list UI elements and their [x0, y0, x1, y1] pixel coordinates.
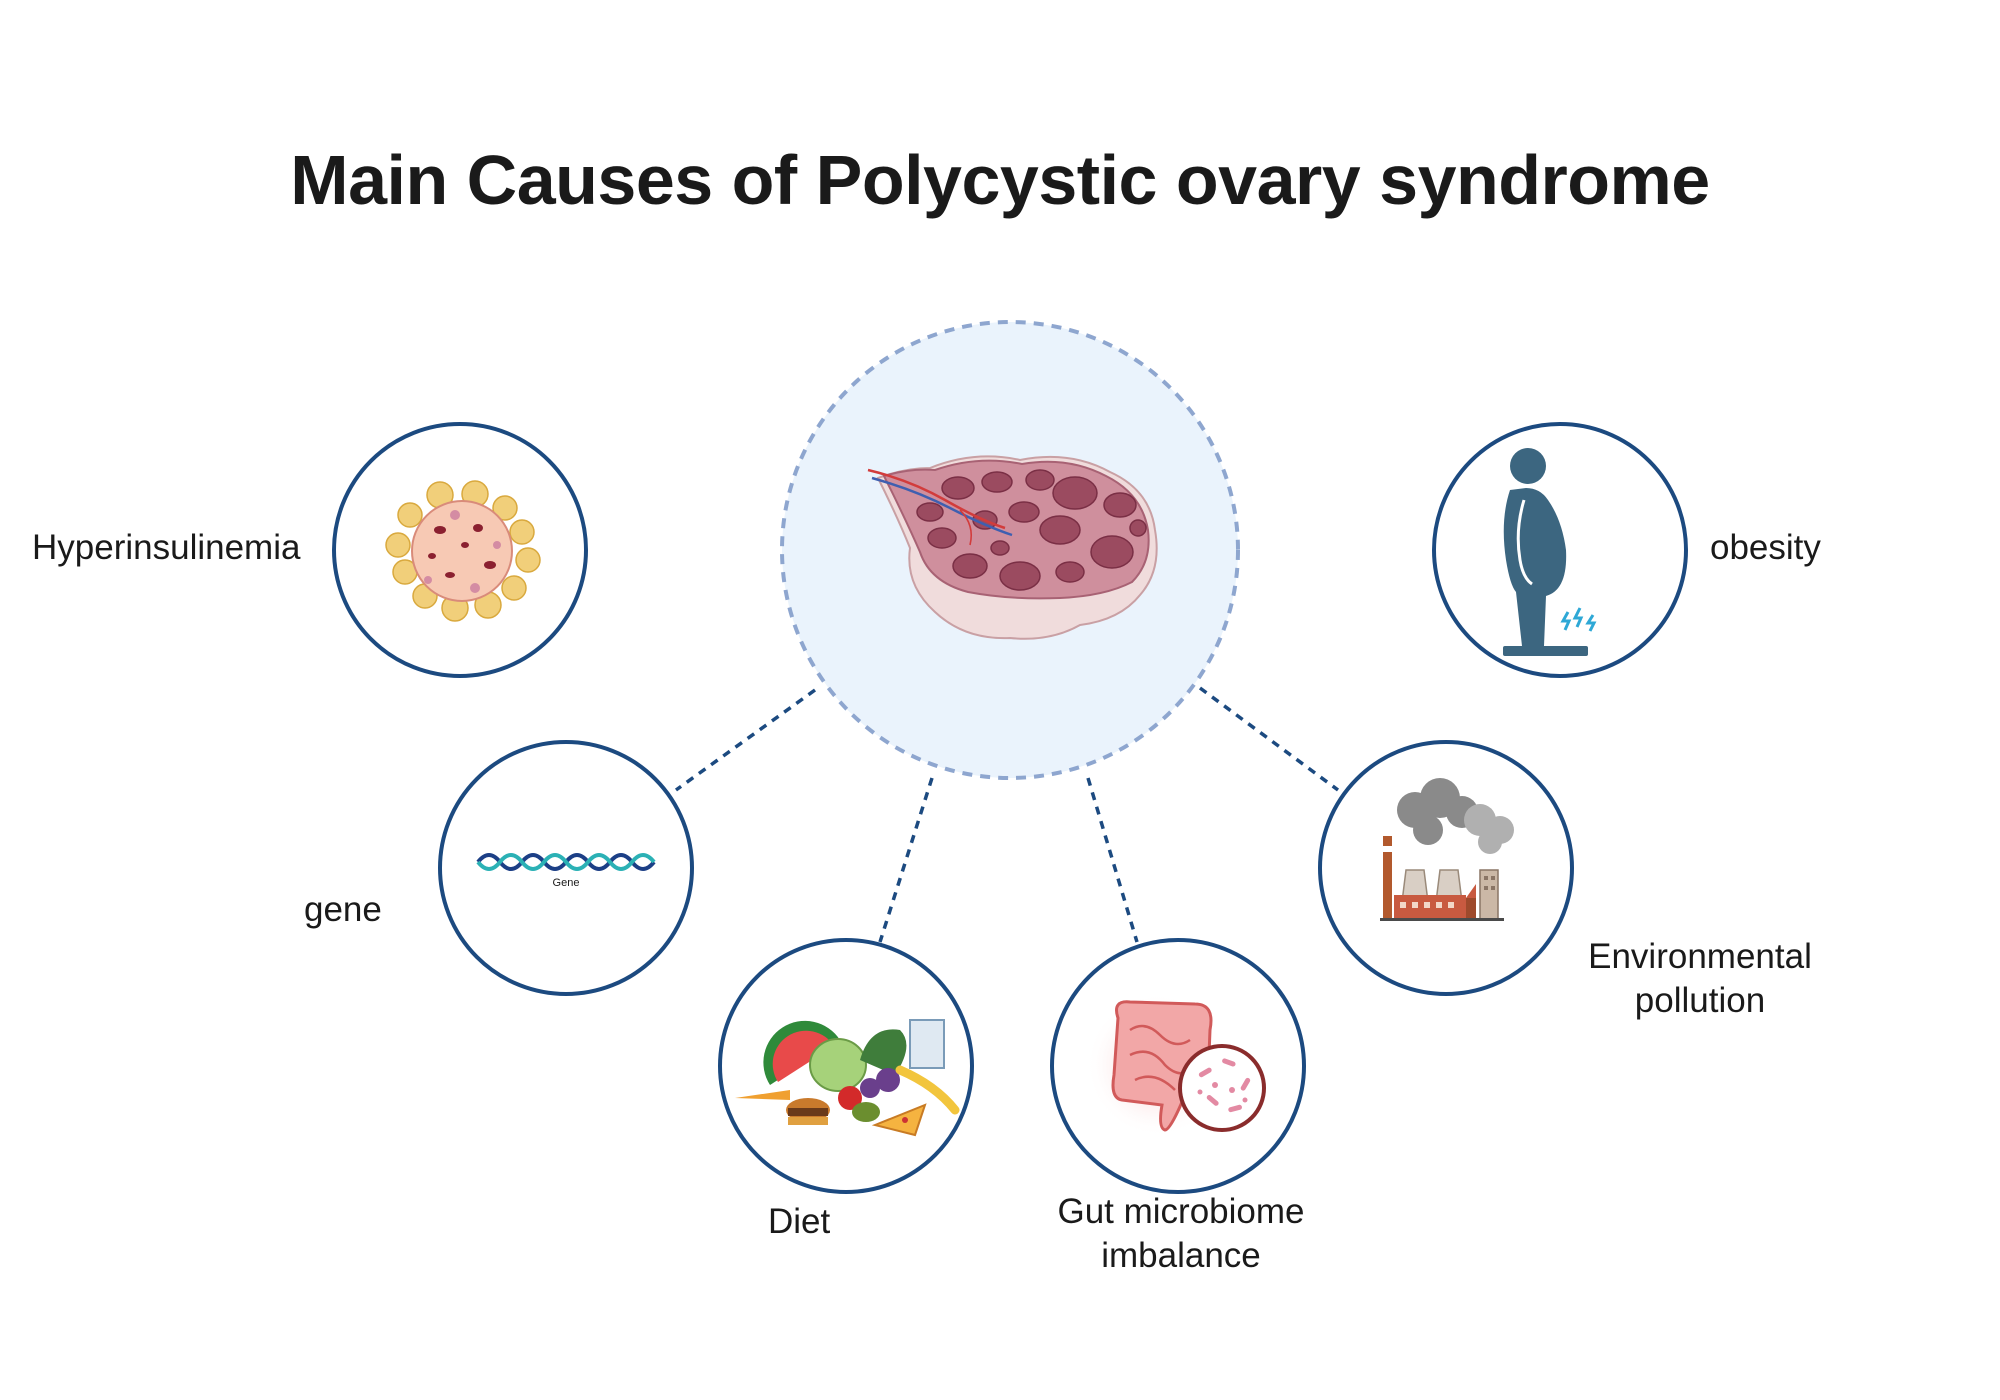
label-obesity: obesity: [1710, 528, 1821, 567]
node-pollution: [1318, 740, 1574, 996]
polycystic-ovary-icon: [867, 455, 1158, 640]
label-pollution: Environmental pollution: [1555, 935, 1845, 1023]
food-pile-icon: [735, 1019, 960, 1137]
connector-gut: [1086, 777, 1139, 943]
factory-smoke-icon: [1380, 778, 1514, 921]
label-diet: Diet: [768, 1202, 831, 1241]
dna-helix-label: Gene: [553, 877, 580, 889]
node-gut: [1050, 938, 1306, 1194]
connector-gene: [674, 688, 817, 792]
adipocyte-cluster-icon: [385, 480, 541, 622]
connector-diet: [878, 777, 934, 943]
label-gut-line-2: imbalance: [1101, 1236, 1261, 1275]
node-hyperinsulinemia: [332, 422, 588, 678]
node-gene: Gene: [438, 740, 694, 996]
person-on-scale-icon: [1503, 448, 1597, 656]
node-obesity: [1432, 422, 1688, 678]
label-pollution-line-1: Environmental: [1588, 937, 1812, 976]
center-node: [780, 320, 1240, 780]
label-gene: gene: [304, 890, 382, 929]
intestine-bacteria-icon: [1086, 993, 1266, 1137]
label-pollution-line-2: pollution: [1634, 981, 1766, 1020]
label-hyperinsulinemia: Hyperinsulinemia: [32, 528, 301, 567]
connector-pollution: [1198, 686, 1340, 792]
dna-helix-icon: [476, 853, 656, 871]
node-diet: [718, 938, 974, 1194]
label-gut-line-1: Gut microbiome: [1057, 1192, 1305, 1231]
label-gut: Gut microbiome imbalance: [1018, 1190, 1344, 1278]
page-title: Main Causes of Polycystic ovary syndrome: [290, 141, 1710, 219]
connectors: [590, 548, 1430, 943]
